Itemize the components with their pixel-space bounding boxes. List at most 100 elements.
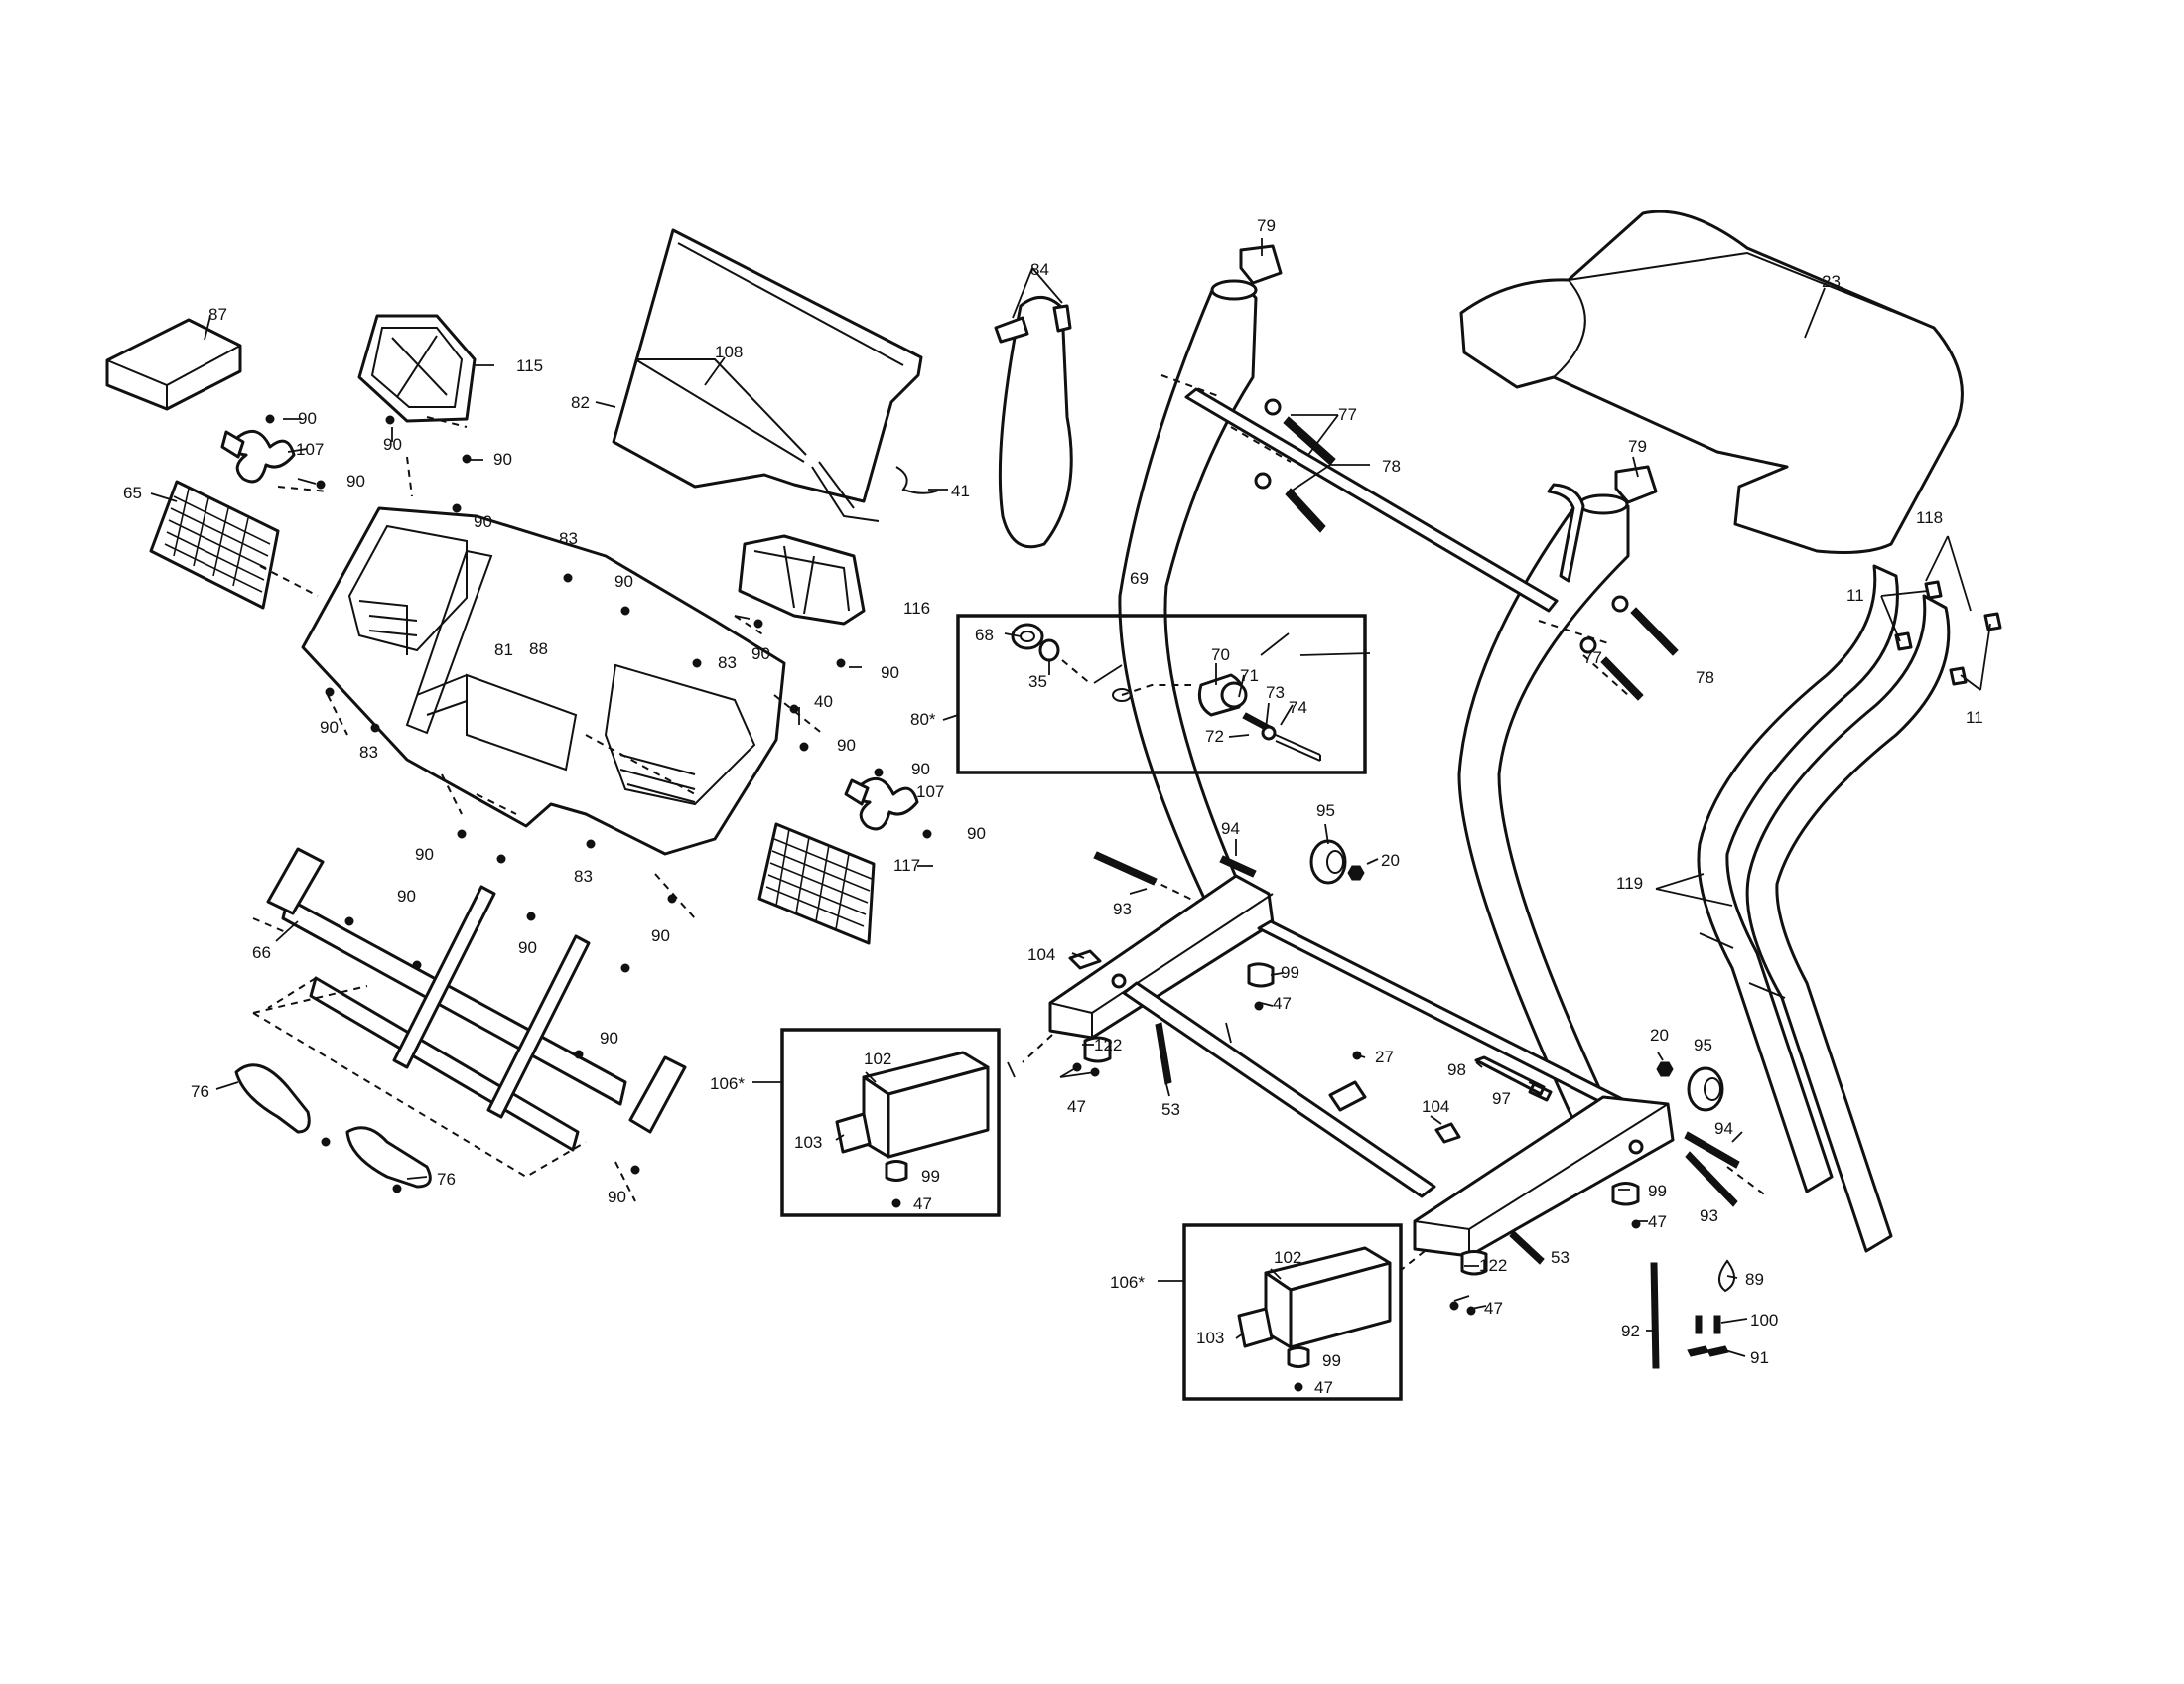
label-90d: 90 (346, 472, 365, 491)
label-82: 82 (571, 393, 590, 412)
part-76-handle-right (345, 1126, 432, 1189)
label-99b: 99 (1648, 1182, 1667, 1200)
label-47c: 47 (1648, 1212, 1667, 1231)
label-90j: 90 (837, 736, 856, 755)
label-83b: 83 (718, 653, 737, 672)
label-78b: 78 (1696, 668, 1714, 687)
label-79b: 79 (1628, 437, 1647, 456)
label-90f: 90 (614, 572, 633, 591)
part-11-end-caps (1894, 580, 2002, 686)
label-53a: 53 (1161, 1100, 1180, 1119)
part-107-fan-right (844, 776, 919, 831)
label-11a: 11 (1846, 586, 1864, 605)
part-feet-99-122-47 (1072, 962, 1641, 1316)
part-104-bracket-rear (1434, 1122, 1461, 1144)
label-47d: 47 (1484, 1299, 1503, 1318)
part-41-wire (895, 466, 939, 494)
part-106-kit-box-front (780, 1028, 1001, 1217)
label-99c: 99 (921, 1167, 940, 1186)
part-69-upright-right (1457, 493, 1630, 1129)
label-83c: 83 (359, 743, 378, 762)
label-78a: 78 (1382, 457, 1401, 476)
label-90g: 90 (751, 644, 770, 663)
label-100: 100 (1750, 1311, 1778, 1330)
label-90q: 90 (600, 1029, 618, 1048)
part-79-cap-left (1239, 244, 1283, 285)
part-79-cap-right (1614, 465, 1658, 504)
label-90n: 90 (397, 887, 416, 906)
part-106-parts-rear (1237, 1246, 1392, 1392)
label-53b: 53 (1551, 1248, 1570, 1267)
part-104-bracket-front (1068, 949, 1102, 970)
label-90e: 90 (474, 512, 492, 531)
label-107b: 107 (916, 782, 944, 801)
label-90k: 90 (911, 760, 930, 778)
label-97: 97 (1492, 1089, 1511, 1108)
part-89-safety-key (1718, 1259, 1735, 1293)
label-72: 72 (1205, 727, 1224, 746)
part-bolts-93-94-53 (1022, 851, 1768, 1272)
label-71: 71 (1240, 666, 1259, 685)
label-93b: 93 (1700, 1206, 1718, 1225)
label-87: 87 (208, 305, 227, 324)
part-65-speaker-grille (149, 480, 280, 610)
part-base-frame (1048, 874, 1675, 1258)
label-47b: 47 (1067, 1097, 1086, 1116)
label-122a: 122 (1094, 1036, 1122, 1054)
label-80: 80* (910, 710, 936, 729)
part-116-speaker-housing (738, 534, 866, 626)
label-90r: 90 (608, 1188, 626, 1206)
label-47f: 47 (1314, 1378, 1333, 1397)
part-95-wheel-front (1309, 839, 1347, 885)
label-122b: 122 (1479, 1256, 1507, 1275)
label-47e: 47 (913, 1194, 932, 1213)
label-77b: 77 (1583, 648, 1602, 667)
label-106a: 106* (710, 1074, 745, 1093)
label-41: 41 (951, 482, 970, 500)
label-76b: 76 (437, 1170, 456, 1189)
label-91: 91 (1750, 1348, 1769, 1367)
label-94b: 94 (1714, 1119, 1733, 1138)
part-69-upright-left (1118, 279, 1258, 911)
part-23-motor-hood (1459, 210, 1964, 554)
label-98: 98 (1447, 1060, 1466, 1079)
label-90l: 90 (967, 824, 986, 843)
label-106b: 106* (1110, 1273, 1145, 1292)
label-74: 74 (1289, 698, 1307, 717)
label-20a: 20 (1381, 851, 1400, 870)
label-90a: 90 (298, 409, 317, 428)
part-76-handle-left (234, 1063, 311, 1134)
label-69: 69 (1130, 569, 1149, 588)
label-116: 116 (903, 599, 930, 618)
label-89: 89 (1745, 1270, 1764, 1289)
label-92: 92 (1621, 1322, 1640, 1340)
label-83a: 83 (559, 529, 578, 548)
part-87-box (105, 318, 242, 411)
part-77-78-bolts (1160, 374, 1679, 701)
label-102b: 102 (1274, 1248, 1301, 1267)
label-119: 119 (1616, 874, 1643, 893)
part-crossbar (1184, 387, 1559, 613)
part-106-kit-box-rear (1182, 1223, 1403, 1401)
label-84: 84 (1030, 260, 1049, 279)
part-95-wheel-rear (1687, 1066, 1724, 1112)
part-screw-set (265, 414, 932, 1193)
part-66-console-frame (252, 847, 687, 1179)
part-100-91-screws (1687, 1315, 1729, 1357)
label-35: 35 (1028, 672, 1047, 691)
label-83d: 83 (574, 867, 593, 886)
part-84-safety-strap (994, 296, 1073, 549)
label-66: 66 (252, 943, 271, 962)
part-107-fan-left (220, 429, 296, 484)
label-47a: 47 (1273, 994, 1292, 1013)
label-11b: 11 (1966, 708, 1983, 727)
label-90h: 90 (881, 663, 899, 682)
label-65: 65 (123, 484, 142, 502)
label-27: 27 (1375, 1048, 1394, 1066)
label-99d: 99 (1322, 1351, 1341, 1370)
label-68: 68 (975, 626, 994, 644)
label-99a: 99 (1281, 963, 1299, 982)
label-70: 70 (1211, 645, 1230, 664)
label-79a: 79 (1257, 216, 1276, 235)
